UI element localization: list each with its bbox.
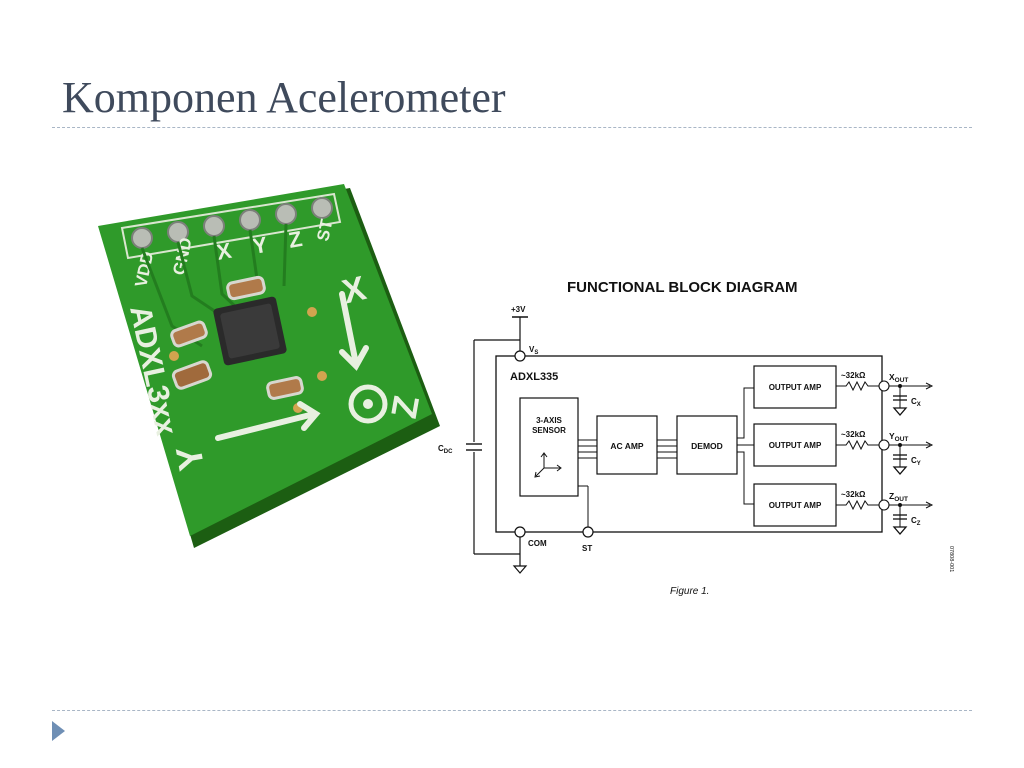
accelerometer-chip bbox=[213, 296, 287, 366]
cdc-capacitor bbox=[464, 442, 484, 452]
svg-text:OUTPUT AMP: OUTPUT AMP bbox=[769, 501, 822, 510]
ac-amp-label: AC AMP bbox=[610, 441, 644, 451]
resistor-label-y: ~32kΩ bbox=[841, 430, 866, 439]
sensor-label-line2: SENSOR bbox=[532, 426, 566, 435]
slide-title: Komponen Acelerometer bbox=[62, 73, 506, 122]
cap-label-x: CX bbox=[911, 397, 921, 408]
pin-label-st: ST bbox=[313, 217, 336, 243]
cap-label-y: CY bbox=[911, 456, 921, 467]
com-pin bbox=[514, 526, 526, 538]
output-amp-z: OUTPUT AMP bbox=[753, 483, 837, 527]
output-resistors bbox=[836, 380, 880, 511]
com-label: COM bbox=[528, 539, 547, 548]
axis-markings bbox=[215, 291, 369, 441]
output-wires bbox=[889, 382, 934, 527]
vias bbox=[169, 307, 327, 413]
smd-capacitors bbox=[170, 275, 304, 400]
ac-amp-block bbox=[596, 415, 658, 475]
vs-label: VS bbox=[529, 345, 538, 356]
title-divider bbox=[52, 127, 972, 128]
diagram-heading: FUNCTIONAL BLOCK DIAGRAM bbox=[567, 279, 798, 296]
chip-name: ADXL335 bbox=[510, 371, 558, 383]
header-pins bbox=[131, 197, 333, 249]
acamp-to-demod-wires bbox=[657, 439, 677, 459]
sensor-to-acamp-wires bbox=[578, 439, 597, 459]
output-pins bbox=[878, 380, 890, 511]
board-surface bbox=[98, 184, 432, 536]
functional-block-diagram: FUNCTIONAL BLOCK DIAGRAM +3V CDC VS ADXL… bbox=[438, 279, 954, 597]
cap-label-z: CZ bbox=[911, 516, 921, 527]
pin-label-x: X bbox=[215, 238, 234, 265]
header-outline bbox=[120, 192, 342, 260]
axis-symbol-icon bbox=[534, 452, 562, 478]
sensor-block bbox=[519, 397, 579, 497]
st-pin bbox=[582, 526, 594, 538]
demod-to-output-wires bbox=[737, 387, 754, 505]
resistor-label-z: ~32kΩ bbox=[841, 490, 866, 499]
svg-text:OUTPUT AMP: OUTPUT AMP bbox=[769, 383, 822, 392]
pin-label-z: Z bbox=[287, 226, 305, 253]
cdc-label: CDC bbox=[438, 444, 453, 455]
demod-label: DEMOD bbox=[691, 441, 723, 451]
output-amp-y: OUTPUT AMP bbox=[753, 423, 837, 467]
pin-label-y: Y bbox=[251, 232, 270, 259]
sensor-label-line1: 3-AXIS bbox=[536, 416, 562, 425]
z-axis-symbol bbox=[348, 384, 388, 424]
resistor-label-x: ~32kΩ bbox=[841, 371, 866, 380]
footer-divider bbox=[52, 710, 972, 711]
output-label-z: ZOUT bbox=[889, 491, 908, 503]
figure-caption: Figure 1. bbox=[670, 586, 709, 597]
ground-icon bbox=[512, 565, 528, 574]
svg-text:OUTPUT AMP: OUTPUT AMP bbox=[769, 441, 822, 450]
output-capacitors bbox=[892, 395, 908, 535]
diagram-code: 07808-001 bbox=[948, 546, 954, 572]
output-junction-dots bbox=[898, 384, 902, 507]
vs-pin bbox=[514, 350, 526, 362]
bullet-arrow-icon bbox=[52, 721, 65, 741]
output-label-y: YOUT bbox=[889, 431, 908, 443]
st-label: ST bbox=[582, 544, 592, 553]
output-amp-x: OUTPUT AMP bbox=[753, 365, 837, 409]
supply-label: +3V bbox=[511, 305, 526, 314]
accelerometer-board-image: VDD GND X Y Z ST ADXL3xx X Y bbox=[98, 184, 440, 548]
demod-block bbox=[676, 415, 738, 475]
output-label-x: XOUT bbox=[889, 372, 908, 384]
